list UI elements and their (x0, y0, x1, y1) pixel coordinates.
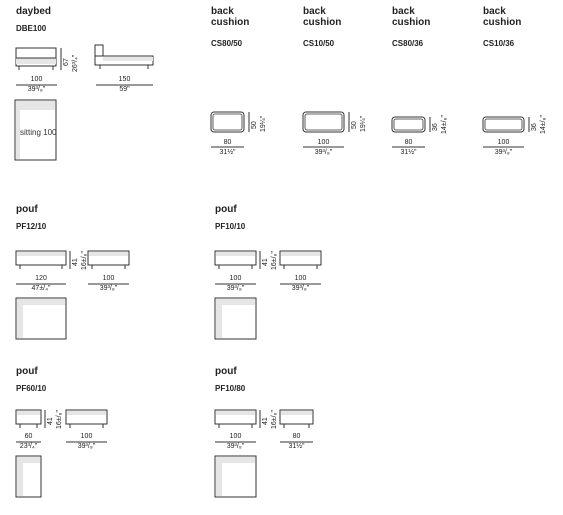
back-cushion-4-w-cm: 100 (497, 139, 510, 146)
pouf-1-h-cm: 41 (72, 258, 79, 266)
back-cushion-4-code: CS10/36 (483, 39, 515, 48)
pouf-1-w1-cm: 120 (35, 275, 47, 282)
back-cushion-1-title: back cushion (211, 6, 250, 28)
pouf-1-side-view (87, 250, 130, 269)
back-cushion-3-h-in: 14±/₈" (441, 115, 448, 134)
daybed-side-view (94, 44, 154, 69)
back-cushion-3-w-cm: 80 (404, 139, 413, 146)
pouf-2-h-cm: 41 (262, 258, 269, 266)
back-cushion-4-w-in: 39³/₈" (494, 149, 513, 156)
pouf-1-code: PF12/10 (16, 222, 47, 231)
daybed-width-in: 39³/₈" (27, 86, 46, 93)
back-cushion-2-title: back cushion (303, 6, 342, 28)
pouf-4-front-view (214, 409, 257, 428)
pouf-3-side-view (65, 409, 108, 428)
pouf-1-plan-view (15, 297, 67, 340)
back-cushion-1-h-in: 19¼" (260, 115, 267, 132)
daybed-plan-label: sitting 100 (20, 128, 57, 137)
back-cushion-1-code: CS80/50 (211, 39, 243, 48)
daybed-depth-in: 59" (119, 86, 130, 93)
daybed-code: DBE100 (16, 24, 47, 33)
daybed-title: daybed (16, 6, 52, 17)
pouf-3-front-view (15, 409, 42, 428)
back-cushion-1-w-cm: 80 (223, 139, 232, 146)
back-cushion-4-h-cm: 36 (531, 123, 538, 131)
back-cushion-4-drawing (482, 116, 525, 133)
pouf-4-w2-cm: 80 (292, 433, 301, 440)
back-cushion-3-w-in: 31½" (400, 149, 417, 156)
pouf-2-w2-cm: 100 (294, 275, 307, 282)
pouf-3-h-in: 16±/₈" (56, 410, 63, 429)
back-cushion-4-h-in: 14±/₈" (540, 115, 547, 134)
daybed-depth-cm: 150 (118, 76, 131, 83)
back-cushion-2-w-in: 39³/₈" (314, 149, 333, 156)
back-cushion-1-w-in: 31½" (219, 149, 236, 156)
back-cushion-2-h-cm: 50 (351, 121, 358, 129)
pouf-3-code: PF60/10 (16, 384, 47, 393)
pouf-2-plan-view (214, 297, 257, 340)
pouf-3-plan-view (15, 455, 42, 498)
back-cushion-2-code: CS10/50 (303, 39, 335, 48)
daybed-width-cm: 100 (30, 76, 43, 83)
pouf-2-w1-in: 39³/₈" (226, 285, 245, 292)
pouf-4-code: PF10/80 (215, 384, 246, 393)
pouf-2-title: pouf (215, 204, 237, 215)
pouf-3-title: pouf (16, 366, 38, 377)
daybed-plan-view (14, 99, 57, 161)
pouf-4-h-in: 16±/₈" (271, 410, 278, 429)
pouf-1-h-in: 16±/₈" (81, 251, 88, 270)
pouf-4-w2-in: 31½" (288, 443, 305, 450)
pouf-1-front-view (15, 250, 67, 269)
pouf-3-w2-cm: 100 (80, 433, 93, 440)
daybed-height-cm: 67 (63, 58, 70, 66)
back-cushion-3-drawing (391, 116, 426, 133)
pouf-2-h-in: 16±/₈" (271, 251, 278, 270)
daybed-height-in: 26³/₄" (72, 54, 79, 72)
pouf-1-w1-in: 47±/₄" (31, 285, 51, 292)
back-cushion-2-h-in: 19¼" (360, 115, 367, 132)
pouf-4-w1-cm: 100 (229, 433, 242, 440)
back-cushion-2-w-cm: 100 (317, 139, 330, 146)
pouf-2-front-view (214, 250, 257, 269)
daybed-front-view (15, 47, 57, 70)
pouf-3-w1-in: 23³/₄" (19, 443, 38, 450)
back-cushion-1-h-cm: 50 (251, 121, 258, 129)
back-cushion-2-drawing (302, 111, 345, 133)
back-cushion-1-drawing (210, 111, 245, 133)
pouf-3-h-cm: 41 (47, 417, 54, 425)
pouf-3-w2-in: 39³/₈" (77, 443, 96, 450)
back-cushion-3-title: back cushion (392, 6, 431, 28)
pouf-4-h-cm: 41 (262, 417, 269, 425)
pouf-1-w2-in: 39³/₈" (99, 285, 118, 292)
pouf-4-title: pouf (215, 366, 237, 377)
pouf-4-plan-view (214, 455, 257, 498)
pouf-2-code: PF10/10 (215, 222, 246, 231)
back-cushion-4-title: back cushion (483, 6, 522, 28)
pouf-4-w1-in: 39³/₈" (226, 443, 245, 450)
pouf-2-side-view (279, 250, 322, 269)
pouf-1-w2-cm: 100 (102, 275, 115, 282)
pouf-4-side-view (279, 409, 314, 428)
back-cushion-3-code: CS80/36 (392, 39, 424, 48)
pouf-3-w1-cm: 60 (24, 433, 33, 440)
pouf-2-w2-in: 39³/₈" (291, 285, 310, 292)
back-cushion-3-h-cm: 36 (432, 123, 439, 131)
pouf-1-title: pouf (16, 204, 38, 215)
pouf-2-w1-cm: 100 (229, 275, 242, 282)
